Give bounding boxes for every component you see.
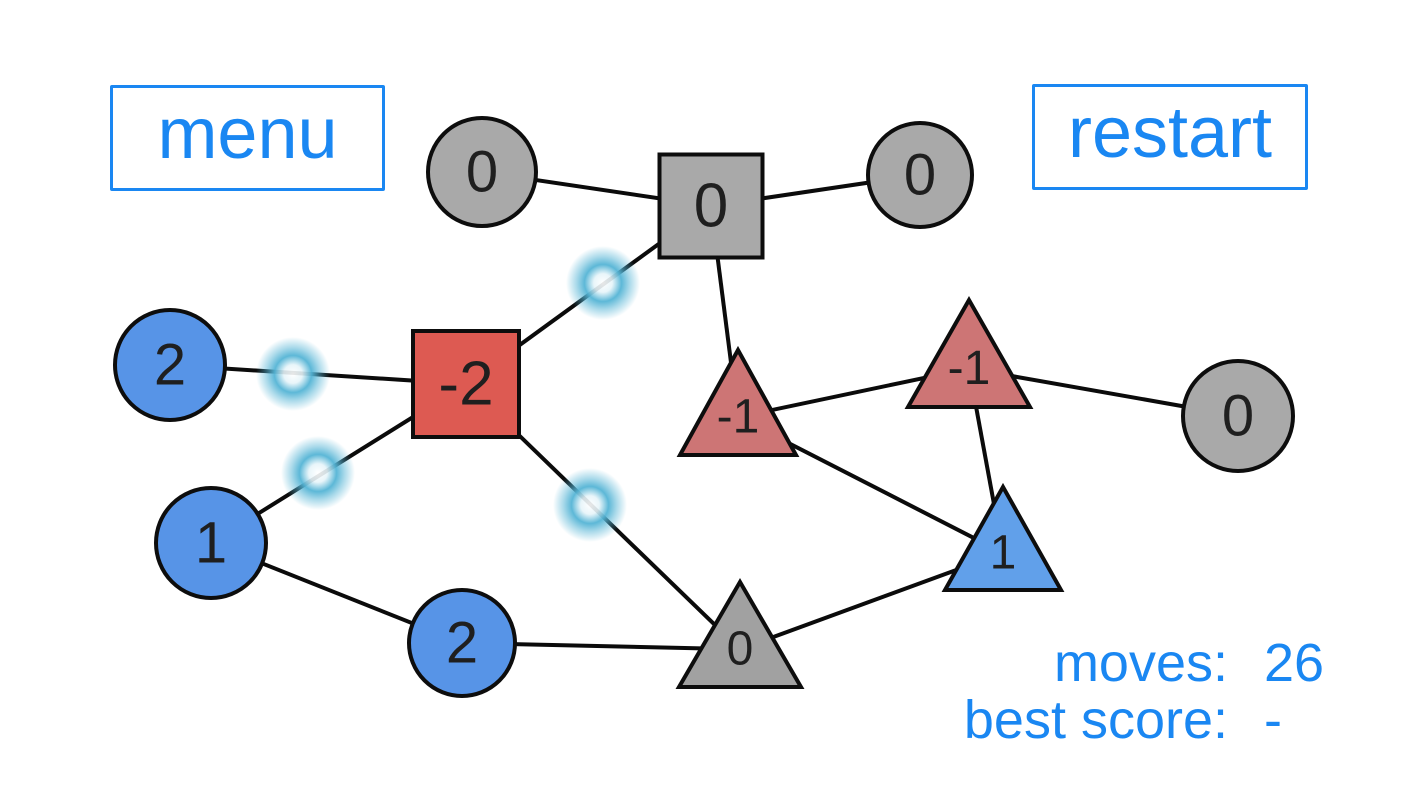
circle-shape[interactable] xyxy=(1181,359,1295,473)
edge-markers-layer xyxy=(256,246,640,542)
moves-value: 26 xyxy=(1264,633,1325,693)
node-value: -1 xyxy=(717,391,760,444)
node-value: -1 xyxy=(948,342,991,395)
edge-energy-dot xyxy=(566,246,640,320)
circle-shape[interactable] xyxy=(154,486,268,600)
edge-energy-dot xyxy=(256,337,330,411)
triangle-shape[interactable] xyxy=(941,482,1065,592)
menu-button[interactable]: menu xyxy=(110,85,385,191)
node-value: 0 xyxy=(727,623,754,676)
node-value: 2 xyxy=(446,611,478,676)
node-value: 0 xyxy=(466,140,498,205)
node-value: 0 xyxy=(1222,384,1254,449)
node-value: -2 xyxy=(438,350,493,419)
triangle-shape[interactable] xyxy=(904,295,1034,409)
graph-node-red-square[interactable]: -2 xyxy=(411,329,521,439)
circle-shape[interactable] xyxy=(866,121,974,229)
node-value: 0 xyxy=(904,143,936,208)
graph-node-gray-square-top[interactable]: 0 xyxy=(657,152,765,260)
graph-node-blue-triangle[interactable]: 1 xyxy=(941,482,1065,592)
nodes-layer: 0 0 0 2 -2 -1 -1 0 1 1 2 0 xyxy=(113,116,1295,698)
graph-node-blue-circle-2b[interactable]: 2 xyxy=(407,588,517,698)
graph-node-red-triangle-left[interactable]: -1 xyxy=(676,345,800,457)
graph-node-blue-circle-1[interactable]: 1 xyxy=(154,486,268,600)
restart-button[interactable]: restart xyxy=(1032,84,1308,190)
edge-energy-dot xyxy=(553,468,627,542)
edge-energy-dot xyxy=(281,436,355,510)
circle-shape[interactable] xyxy=(426,116,538,228)
square-shape[interactable] xyxy=(657,152,765,260)
node-value: 0 xyxy=(694,172,728,241)
triangle-shape[interactable] xyxy=(676,345,800,457)
graph-node-blue-circle-2a[interactable]: 2 xyxy=(113,308,227,422)
best-score-value: - xyxy=(1264,690,1282,750)
graph-node-gray-circle-mid[interactable]: 0 xyxy=(866,121,974,229)
score-panel: moves: 26 best score: - xyxy=(860,636,1340,747)
node-value: 1 xyxy=(195,511,227,576)
square-shape[interactable] xyxy=(411,329,521,439)
graph-node-red-triangle-right[interactable]: -1 xyxy=(904,295,1034,409)
circle-shape[interactable] xyxy=(113,308,227,422)
node-value: 1 xyxy=(990,526,1017,579)
best-score-label: best score: xyxy=(963,690,1228,750)
circle-shape[interactable] xyxy=(407,588,517,698)
node-value: 2 xyxy=(154,333,186,398)
graph-node-gray-circle-right[interactable]: 0 xyxy=(1181,359,1295,473)
moves-label: moves: xyxy=(1053,633,1228,693)
triangle-shape[interactable] xyxy=(675,578,805,689)
graph-node-gray-circle-left[interactable]: 0 xyxy=(426,116,538,228)
graph-node-gray-triangle[interactable]: 0 xyxy=(675,578,805,689)
